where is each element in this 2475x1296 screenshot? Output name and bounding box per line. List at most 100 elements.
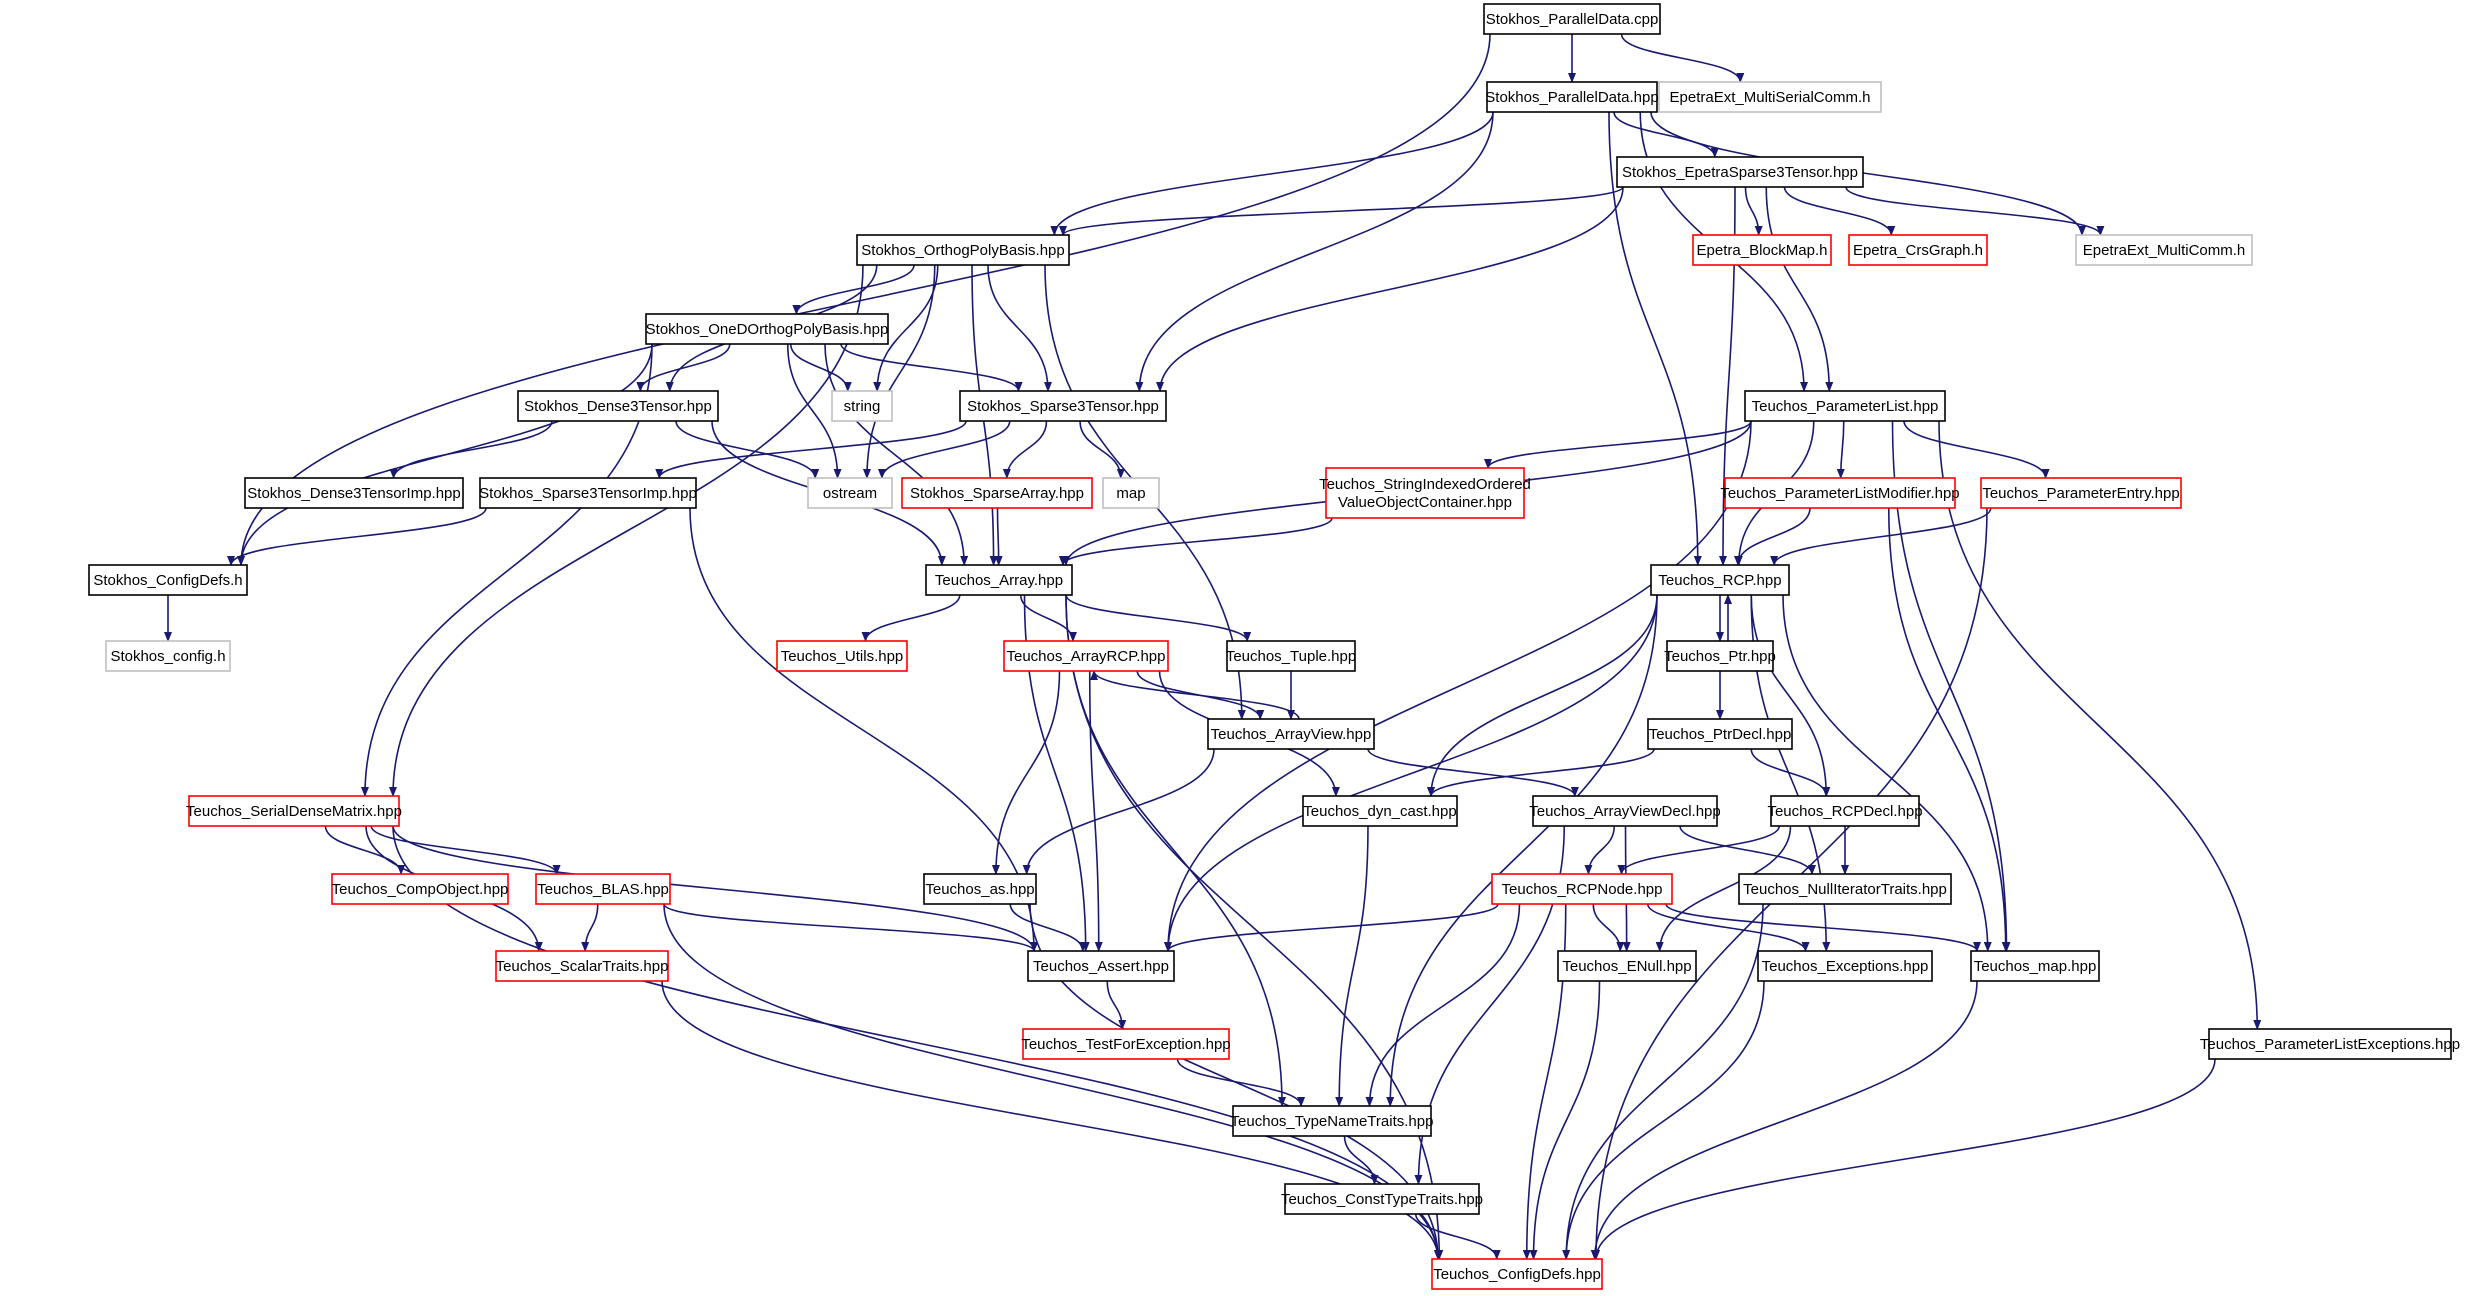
node-odopb[interactable]: Stokhos_OneDOrthogPolyBasis.hpp xyxy=(645,313,889,345)
node-tmap[interactable]: Teuchos_map.hpp xyxy=(1970,950,2100,982)
node-box xyxy=(1027,950,1175,982)
node-label: string xyxy=(844,398,881,415)
edge-opb-to-s3t xyxy=(987,264,1052,392)
node-sdm[interactable]: Teuchos_SerialDenseMatrix.hpp xyxy=(186,795,402,827)
node-consttype[interactable]: Teuchos_ConstTypeTraits.hpp xyxy=(1281,1183,1483,1215)
node-label: Teuchos_Array.hpp xyxy=(935,572,1063,589)
node-compobj[interactable]: Teuchos_CompObject.hpp xyxy=(331,873,509,905)
edge-consttype-to-tconfigdefs xyxy=(1414,1213,1501,1260)
node-string[interactable]: string xyxy=(831,390,893,422)
node-pentry[interactable]: Teuchos_ParameterEntry.hpp xyxy=(1980,477,2182,509)
node-pd_hpp[interactable]: Stokhos_ParallelData.hpp xyxy=(1485,81,1659,113)
edge-rcpnode-to-enull xyxy=(1592,903,1625,952)
node-ptrdecl[interactable]: Teuchos_PtrDecl.hpp xyxy=(1647,718,1793,750)
node-box xyxy=(1207,718,1375,750)
edge-tmap-to-tconfigdefs xyxy=(1590,980,1978,1260)
node-label: Teuchos_ArrayView.hpp xyxy=(1211,726,1372,743)
edge-arrayview-to-avdecl xyxy=(1367,748,1579,797)
node-box xyxy=(807,477,893,509)
edge-avdecl-to-rcpnode xyxy=(1584,825,1616,875)
edge-avdecl-to-nullit xyxy=(1679,825,1816,875)
edge-blas-to-scalar xyxy=(581,903,599,952)
node-s3t[interactable]: Stokhos_Sparse3Tensor.hpp xyxy=(959,390,1167,422)
node-utils[interactable]: Teuchos_Utils.hpp xyxy=(776,640,908,672)
edge-dyncast-to-typename xyxy=(1335,825,1369,1107)
edge-rcpnode-to-typename xyxy=(1365,903,1521,1107)
node-box xyxy=(331,873,509,905)
node-box xyxy=(1532,795,1718,827)
node-configdefs_h[interactable]: Stokhos_ConfigDefs.h xyxy=(88,564,248,596)
node-box xyxy=(1970,950,2100,982)
node-label: EpetraExt_MultiSerialComm.h xyxy=(1670,89,1871,106)
edge-plist-to-plexc xyxy=(1938,420,2262,1030)
node-plist[interactable]: Teuchos_ParameterList.hpp xyxy=(1744,390,1946,422)
node-rcpnode[interactable]: Teuchos_RCPNode.hpp xyxy=(1491,873,1673,905)
node-label: Teuchos_dyn_cast.hpp xyxy=(1303,803,1456,820)
edge-typename-to-consttype xyxy=(1343,1135,1379,1185)
node-map[interactable]: map xyxy=(1102,477,1160,509)
node-d3timp[interactable]: Stokhos_Dense3TensorImp.hpp xyxy=(244,477,464,509)
node-array[interactable]: Teuchos_Array.hpp xyxy=(925,564,1073,596)
node-config_h[interactable]: Stokhos_config.h xyxy=(105,640,231,672)
node-ostream[interactable]: ostream xyxy=(807,477,893,509)
node-label: map xyxy=(1116,485,1145,502)
node-assert[interactable]: Teuchos_Assert.hpp xyxy=(1027,950,1175,982)
node-box xyxy=(1102,477,1160,509)
node-label: Teuchos_RCP.hpp xyxy=(1658,572,1781,589)
node-d3t[interactable]: Stokhos_Dense3Tensor.hpp xyxy=(517,390,719,422)
edge-odopb-to-string xyxy=(789,343,852,392)
node-tuple[interactable]: Teuchos_Tuple.hpp xyxy=(1226,640,1356,672)
node-label: Stokhos_ParallelData.hpp xyxy=(1485,89,1658,106)
node-mcomm[interactable]: EpetraExt_MultiComm.h xyxy=(2075,234,2253,266)
edge-rcpnode-to-exceptions xyxy=(1646,903,1810,952)
edge-s3t-to-ostream xyxy=(877,420,1011,479)
node-label: ostream xyxy=(823,485,877,502)
node-label: Teuchos_Ptr.hpp xyxy=(1664,648,1776,665)
edge-rcpnode-to-assert xyxy=(1164,903,1499,952)
node-box xyxy=(925,564,1073,596)
node-rcpdecl[interactable]: Teuchos_RCPDecl.hpp xyxy=(1767,795,1923,827)
edges xyxy=(164,33,2262,1260)
node-msc[interactable]: EpetraExt_MultiSerialComm.h xyxy=(1658,81,1882,113)
node-typename[interactable]: Teuchos_TypeNameTraits.hpp xyxy=(1231,1105,1434,1137)
node-s3timp[interactable]: Stokhos_Sparse3TensorImp.hpp xyxy=(479,477,697,509)
node-nullit[interactable]: Teuchos_NullIteratorTraits.hpp xyxy=(1738,873,1952,905)
edge-d3t-to-ostream xyxy=(675,420,820,479)
node-box xyxy=(1284,1183,1480,1215)
node-box xyxy=(856,234,1070,266)
node-pd_cpp[interactable]: Stokhos_ParallelData.cpp xyxy=(1483,3,1661,35)
node-plexc[interactable]: Teuchos_ParameterListExceptions.hpp xyxy=(2200,1028,2460,1060)
node-arrayrcp[interactable]: Teuchos_ArrayRCP.hpp xyxy=(1003,640,1169,672)
node-scalar[interactable]: Teuchos_ScalarTraits.hpp xyxy=(495,950,669,982)
node-box xyxy=(1770,795,1920,827)
node-label: Epetra_CrsGraph.h xyxy=(1853,242,1983,259)
node-dyncast[interactable]: Teuchos_dyn_cast.hpp xyxy=(1302,795,1458,827)
node-label: Teuchos_ParameterList.hpp xyxy=(1752,398,1939,415)
node-as[interactable]: Teuchos_as.hpp xyxy=(923,873,1037,905)
edge-es3t-to-mcomm xyxy=(1845,186,2105,236)
node-testforex[interactable]: Teuchos_TestForException.hpp xyxy=(1021,1028,1231,1060)
node-es3t[interactable]: Stokhos_EpetraSparse3Tensor.hpp xyxy=(1616,156,1864,188)
node-blas[interactable]: Teuchos_BLAS.hpp xyxy=(535,873,671,905)
node-avdecl[interactable]: Teuchos_ArrayViewDecl.hpp xyxy=(1529,795,1721,827)
node-tconfigdefs[interactable]: Teuchos_ConfigDefs.hpp xyxy=(1431,1258,1603,1290)
node-label: Teuchos_CompObject.hpp xyxy=(332,881,509,898)
edge-rcp-to-tmap xyxy=(1782,594,1992,952)
edge-sparr-to-array xyxy=(994,507,1003,566)
edge-as-to-assert xyxy=(1009,903,1087,952)
node-plmod[interactable]: Teuchos_ParameterListModifier.hpp xyxy=(1720,477,1960,509)
node-exceptions[interactable]: Teuchos_Exceptions.hpp xyxy=(1757,950,1933,982)
node-sioc[interactable]: Teuchos_StringIndexedOrderedValueObjectC… xyxy=(1319,467,1531,519)
node-arrayview[interactable]: Teuchos_ArrayView.hpp xyxy=(1207,718,1375,750)
node-blockmap[interactable]: Epetra_BlockMap.h xyxy=(1692,234,1832,266)
node-label: Teuchos_NullIteratorTraits.hpp xyxy=(1743,881,1947,898)
node-rcp[interactable]: Teuchos_RCP.hpp xyxy=(1650,564,1790,596)
edge-sdm-to-tconfigdefs xyxy=(392,825,1442,1260)
node-sparr[interactable]: Stokhos_SparseArray.hpp xyxy=(901,477,1093,509)
node-ptr[interactable]: Teuchos_Ptr.hpp xyxy=(1664,640,1776,672)
node-enull[interactable]: Teuchos_ENull.hpp xyxy=(1557,950,1697,982)
node-box xyxy=(1692,234,1832,266)
node-crsgraph[interactable]: Epetra_CrsGraph.h xyxy=(1848,234,1988,266)
node-opb[interactable]: Stokhos_OrthogPolyBasis.hpp xyxy=(856,234,1070,266)
node-box xyxy=(1483,3,1661,35)
